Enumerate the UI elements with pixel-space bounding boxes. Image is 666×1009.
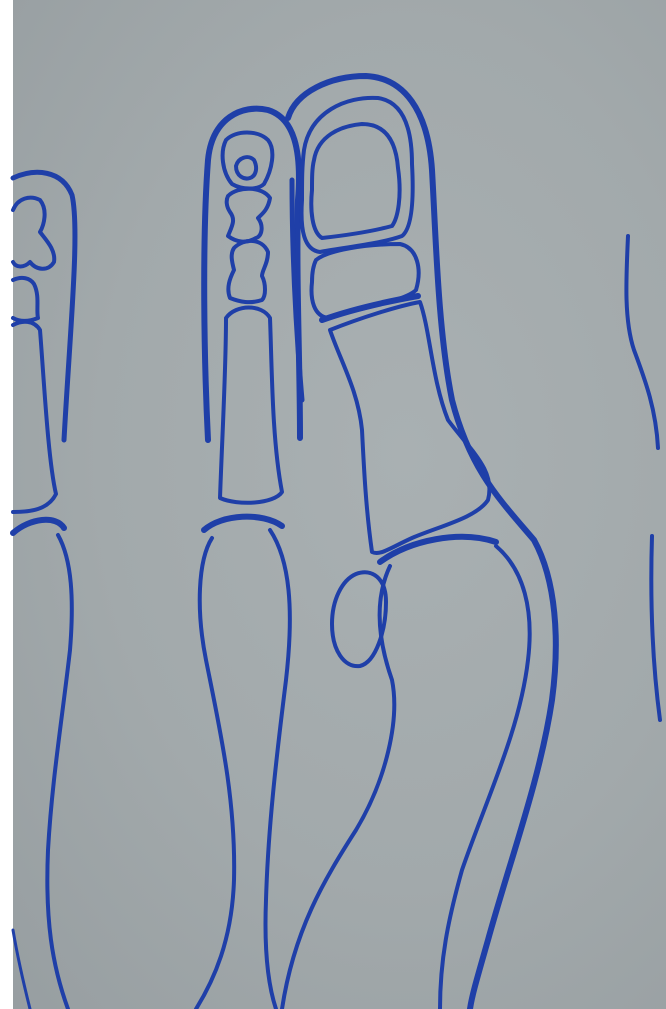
second-toe-proximal-phalanx (220, 308, 282, 503)
third-toe-proximal-phalanx (13, 322, 56, 512)
hallux-distal-tuft (311, 124, 399, 238)
right-edge-outline-upper (626, 236, 658, 448)
hallux-proximal-shaft (330, 302, 489, 553)
second-toe-distal-phalanx-tip (236, 157, 256, 178)
first-metatarsal-head-cap (380, 537, 496, 562)
second-toe-intermediate-phalanx (228, 241, 268, 302)
second-metatarsal-lateral (265, 530, 289, 1009)
second-toe-middle-phalanx (227, 189, 270, 242)
third-metatarsal-head-cap (13, 520, 64, 533)
third-toe-middle-phalanx (13, 278, 38, 321)
third-metatarsal-inner (13, 930, 30, 1009)
third-toe-distal-phalanx (13, 198, 54, 269)
first-metatarsal-lateral (440, 546, 530, 1009)
first-metatarsal (282, 566, 394, 1009)
second-metatarsal-head-cap (204, 517, 282, 530)
second-toe (204, 109, 302, 503)
third-toe (13, 172, 75, 512)
third-metatarsal (47, 535, 71, 1009)
right-edge-outline-lower (651, 536, 660, 720)
hallux-distal-phalanx (302, 98, 413, 252)
second-metatarsal (196, 538, 234, 1009)
